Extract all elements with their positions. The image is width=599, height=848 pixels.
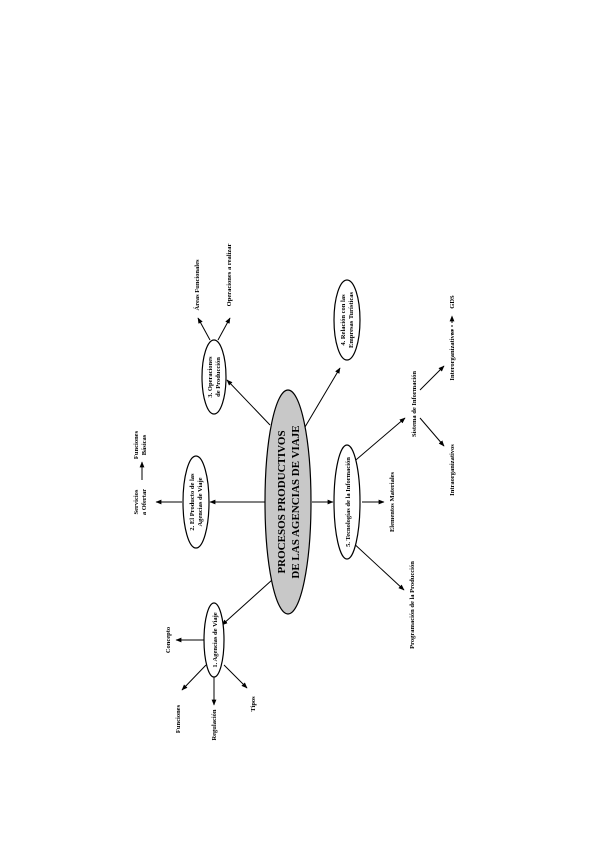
leaf-funciones: Funciones [175,704,182,733]
node2-label-line1: 2. El Producto de las [189,473,196,531]
central-title-line2: DE LAS AGENCIAS DE VIAJE [290,425,302,578]
leaf-areas-funcionales: Áreas Funcionales [193,259,201,310]
leaf-servicios-line2: a Ofertar [141,489,148,515]
edge-n1-funciones [181,664,207,691]
leaf-gds: GDS [449,295,456,309]
leaf-funciones-basicas-line2: Básicas [141,434,148,455]
node-relacion-empresas: 4. Relación con las Empresas Turísticas [333,279,361,361]
node-producto: 2. El Producto de las Agencias de Viaje [182,455,210,549]
edge-n3-areas [197,317,211,341]
node-operaciones: 3. Operaciones de Producción [201,339,227,415]
leaf-regulacion: Regulación [211,709,218,740]
edge-n1-tipos [223,664,248,689]
node-agencias-de-viaje: 1. Agencias de Viaje [203,602,225,678]
node1-label: 1. Agencias de Viaje [212,612,219,667]
node4-label-line2: Empresas Turísticas [348,292,355,349]
leaf-concepto: Concepto [165,627,172,653]
node-tecnologias: 5. Tecnologías de la Información [333,444,361,560]
n5-edges [349,315,455,591]
central-title-line1: PROCESOS PRODUCTIVOS [276,430,288,573]
node3-label-line1: 3. Operaciones [207,356,214,398]
n1-edges [175,637,248,706]
leaf-operaciones-realizar: Operaciones a realizar [226,244,233,307]
central-edges [209,367,341,626]
node5-label: 5. Tecnologías de la Información [345,457,352,547]
n3-edges [197,317,231,341]
leaf-intraorganizativos: Intraorganizativos [449,444,456,496]
central-node: PROCESOS PRODUCTIVOS DE LAS AGENCIAS DE … [264,389,312,615]
edge-sistema-intra [419,417,445,447]
leaf-tipos: Tipos [250,696,257,712]
leaf-sistema-informacion: Sistema de Información [411,371,418,437]
edge-n3-operaciones [217,317,231,341]
edge-n5-sistema [349,417,406,466]
node3-label-line2: de Producción [215,357,222,397]
leaf-funciones-basicas-line1: Funciones [133,430,140,459]
edge-central-n4 [304,367,341,428]
edge-central-n3 [226,379,271,426]
leaf-interorganizativos: Interorganizativos [449,329,456,381]
leaf-servicios-line1: Servicios [133,489,140,514]
node2-label-line2: Agencias de Viaje [197,477,204,526]
edge-central-n1 [221,579,273,626]
edge-n5-programacion [349,539,405,591]
node4-label-line1: 4. Relación con las [340,294,347,346]
edge-sistema-inter [419,365,445,391]
leaf-elementos-materiales: Elementos Materiales [389,471,396,532]
n2-edges [139,461,182,505]
leaf-programacion-produccion: Programación de la Producción [409,561,416,649]
